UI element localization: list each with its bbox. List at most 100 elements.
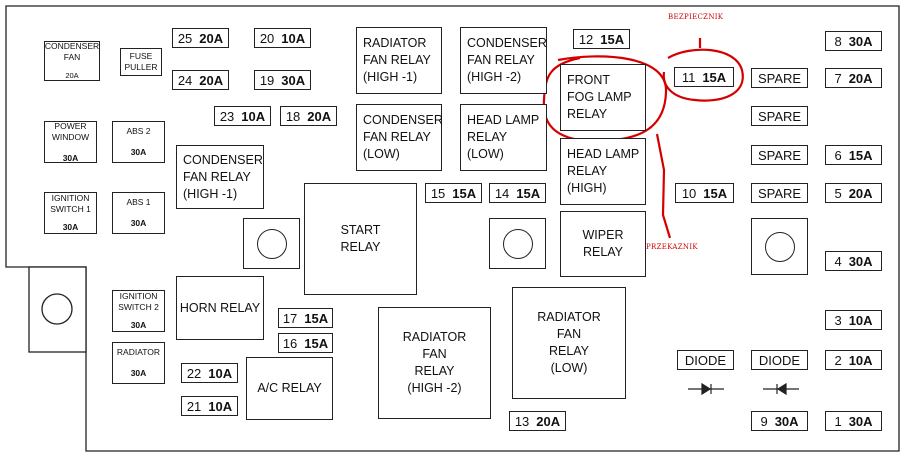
fuse-number: 16	[282, 335, 298, 351]
fuse-number: 7	[834, 70, 842, 86]
fuse-amperage: 20A	[307, 108, 332, 124]
fuse-number: 4	[834, 253, 842, 269]
fuse-amperage: 15A	[702, 69, 727, 85]
fuse-3: 3 10A	[825, 310, 882, 330]
mounting-bolt-center	[489, 218, 546, 269]
radiator-fan-relay-high2: RADIATOR FAN RELAY (HIGH -2)	[378, 307, 491, 419]
fuse-amperage: 20A	[199, 30, 224, 46]
condenser-fan-relay-high1: CONDENSER FAN RELAY (HIGH -1)	[176, 145, 264, 209]
fuse-label: POWER WINDOW	[51, 120, 90, 142]
fuse-20: 20 10A	[254, 28, 311, 48]
spare-slot-3: SPARE	[751, 145, 808, 165]
fuse-number: 6	[834, 147, 842, 163]
fuse-amperage: 15A	[304, 310, 329, 326]
fuse-number: 18	[285, 108, 301, 124]
fuse-number: 22	[186, 365, 202, 381]
fuse-amperage: 10A	[848, 312, 873, 328]
fuse-number: 5	[834, 185, 842, 201]
fuse-number: 1	[834, 413, 842, 429]
fuse-8: 8 30A	[825, 31, 882, 51]
fuse-number: 19	[259, 72, 275, 88]
diode-symbol-right	[763, 382, 799, 396]
start-relay: START RELAY	[304, 183, 417, 295]
radiator-fan-relay-low: RADIATOR FAN RELAY (LOW)	[512, 287, 626, 399]
fuse-number: 20	[259, 30, 275, 46]
fuse-puller: FUSE PULLER	[120, 48, 162, 76]
relay-annotation-label: PRZEKAZNIK	[646, 243, 698, 251]
fuse-number: 11	[681, 69, 696, 85]
diode-left: DIODE	[677, 350, 734, 370]
front-fog-lamp-relay: FRONT FOG LAMP RELAY	[560, 64, 646, 131]
head-lamp-relay-low: HEAD LAMP RELAY (LOW)	[460, 104, 547, 171]
fuse-amperage: 10A	[281, 30, 306, 46]
wiper-relay: WIPER RELAY	[560, 211, 646, 277]
fuse-18: 18 20A	[280, 106, 337, 126]
fuse-number: 23	[219, 108, 235, 124]
fuse-23: 23 10A	[214, 106, 271, 126]
fuse-amperage: 15A	[304, 335, 329, 351]
abs2-fuse: ABS 2 30A	[112, 121, 165, 163]
fuse-number: 13	[514, 413, 530, 429]
condenser-fan-relay-high2: CONDENSER FAN RELAY (HIGH -2)	[460, 27, 547, 94]
bolt-circle	[502, 228, 533, 259]
diode-symbol-left	[688, 382, 724, 396]
ac-relay: A/C RELAY	[246, 357, 333, 420]
fuse-amperage: 30A	[62, 152, 79, 163]
fuse-11: 11 15A	[674, 67, 734, 87]
radiator-fuse: RADIATOR 30A	[112, 342, 165, 384]
condenser-fan-relay-low: CONDENSER FAN RELAY (LOW)	[356, 104, 443, 171]
fuse-number: 17	[282, 310, 298, 326]
fuse-amperage: 30A	[130, 218, 147, 228]
fuse-number: 8	[834, 33, 842, 49]
fuse-17: 17 15A	[278, 308, 333, 328]
fuse-1: 1 30A	[825, 411, 882, 431]
head-lamp-relay-high: HEAD LAMP RELAY (HIGH)	[560, 138, 646, 205]
fuse-amperage: 10A	[208, 398, 233, 414]
fuse-amperage: 30A	[281, 72, 306, 88]
fuse-amperage: 20A	[536, 413, 561, 429]
spare-slot-2: SPARE	[751, 106, 808, 126]
fuse-amperage: 30A	[848, 33, 873, 49]
fuse-amperage: 20A	[848, 70, 873, 86]
power-window-fuse: POWER WINDOW 30A	[44, 121, 97, 163]
fuse-number: 14	[494, 185, 510, 201]
diode-right: DIODE	[751, 350, 808, 370]
fuse-amperage: 30A	[848, 413, 873, 429]
fuse-amperage: 20A	[65, 71, 79, 80]
fuse-amperage: 15A	[452, 185, 477, 201]
fuse-amperage: 30A	[62, 222, 79, 232]
fuse-amperage: 15A	[848, 147, 873, 163]
fuse-number: 12	[578, 31, 594, 47]
fuse-7: 7 20A	[825, 68, 882, 88]
bolt-circle	[256, 228, 287, 259]
fuse-13: 13 20A	[509, 411, 566, 431]
fuse-label: RADIATOR	[116, 347, 161, 357]
bolt-circle	[764, 231, 795, 262]
fuse-amperage: 10A	[241, 108, 266, 124]
radiator-fan-relay-high1: RADIATOR FAN RELAY (HIGH -1)	[356, 27, 442, 94]
fuse-amperage: 15A	[516, 185, 541, 201]
fuse-amperage: 15A	[703, 185, 728, 201]
fuse-label: ABS 1	[126, 197, 151, 207]
fuse-number: 3	[834, 312, 842, 328]
fuse-amperage: 30A	[774, 413, 799, 429]
fuse-label: ABS 2	[126, 126, 151, 136]
fuse-annotation-label: BEZPIECZNIK	[668, 13, 724, 21]
fuse-amperage: 30A	[130, 147, 147, 157]
fuse-amperage: 30A	[130, 368, 147, 378]
fuse-label: IGNITION SWITCH 2	[118, 291, 159, 312]
fuse-amperage: 10A	[848, 352, 873, 368]
mounting-bolt-right	[751, 218, 808, 275]
abs1-fuse: ABS 1 30A	[112, 192, 165, 234]
